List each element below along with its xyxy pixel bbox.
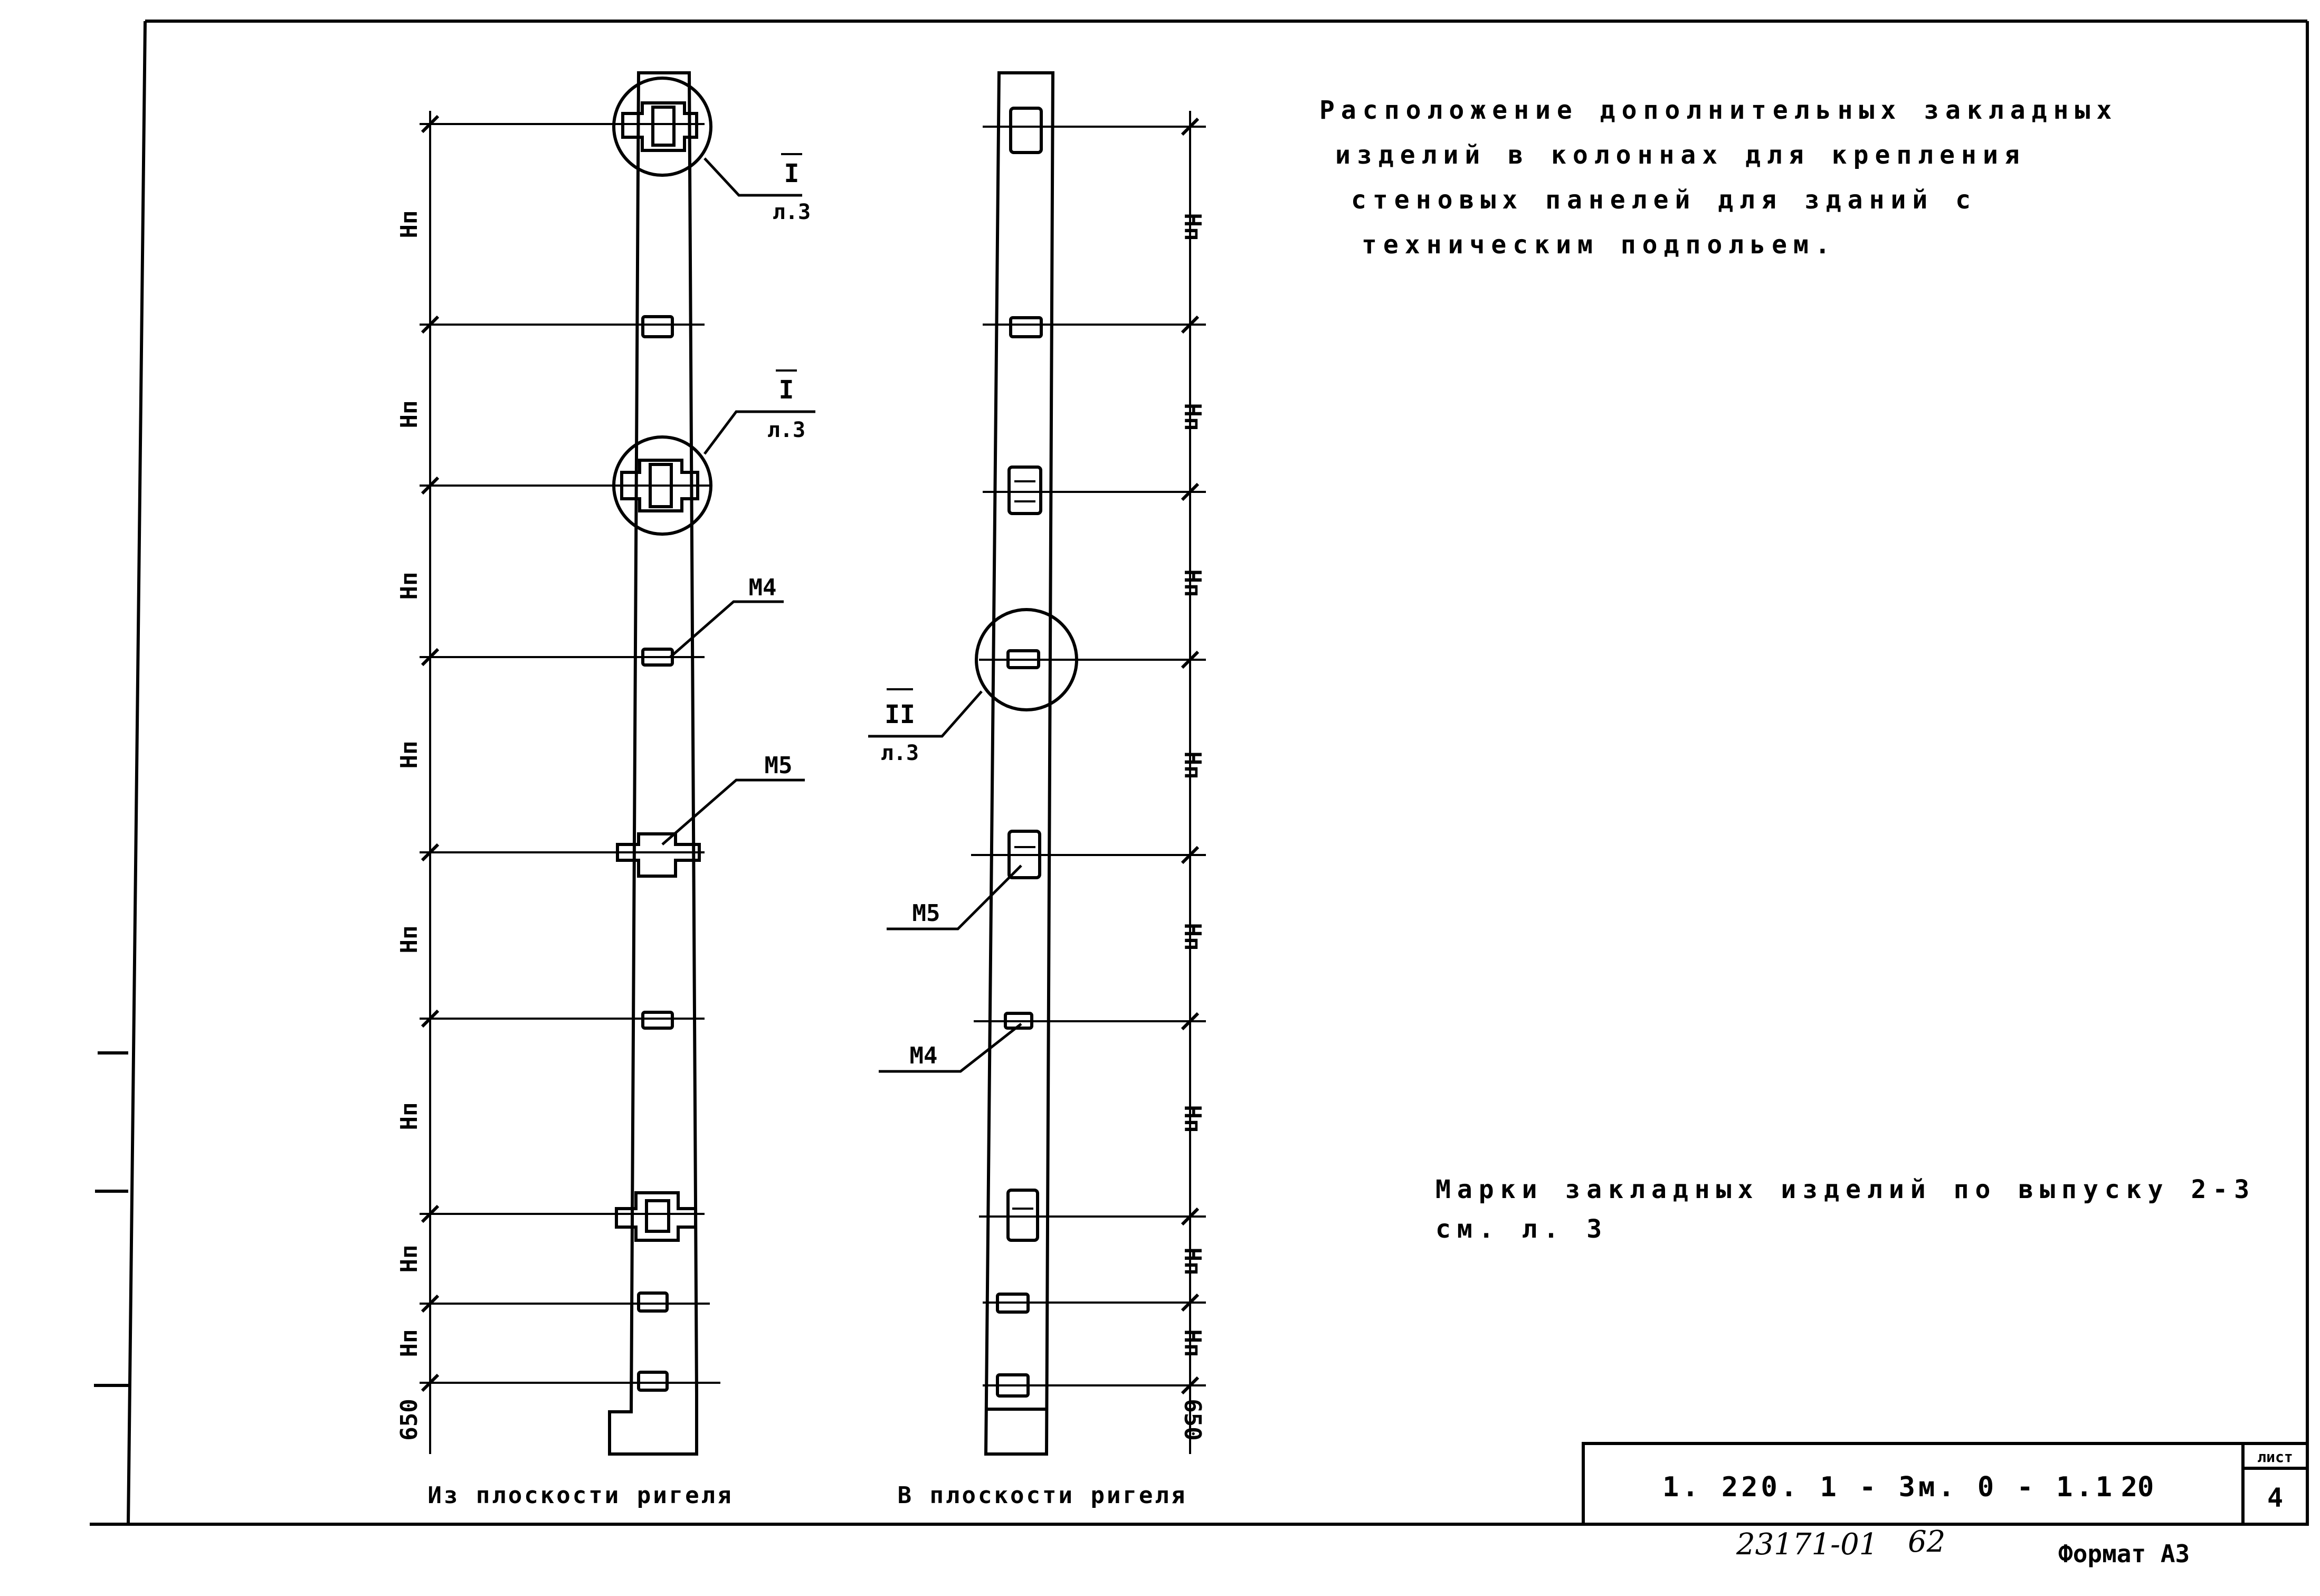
dim-label-right-bottom: 650 — [1179, 1399, 1206, 1440]
right-level-lines — [971, 126, 1206, 1386]
right-dimension-ticks — [1181, 117, 1200, 1395]
dim-label-left: Нп — [396, 926, 423, 954]
node-I-mid-sheet: л.3 — [767, 418, 805, 442]
right-plate — [996, 1293, 1030, 1314]
right-plate — [1007, 466, 1042, 515]
left-plate-m4 — [641, 648, 674, 667]
node-I-mid-number: I — [779, 375, 794, 405]
left-plate — [637, 1371, 669, 1392]
dim-label-left-bottom: 650 — [396, 1399, 423, 1440]
dim-label-left: Нп — [396, 1103, 423, 1130]
dim-label-left: Нп — [396, 1329, 423, 1357]
dim-label-right: Нп — [1179, 213, 1206, 241]
dim-label-right: Нп — [1179, 752, 1206, 780]
dimension-labels: Нп Нп Нп Нп Нп Нп Нп Нп 650 Нп Нп Нп Нп … — [396, 211, 1206, 1441]
left-plate — [641, 315, 674, 338]
left-plate — [637, 1291, 669, 1313]
node-circle-II — [975, 608, 1078, 711]
title-note-line-2: изделий в колоннах для крепления — [1335, 140, 2026, 170]
right-plate — [1006, 1189, 1039, 1242]
left-view-caption: Из плоскости ригеля — [427, 1482, 733, 1509]
marks-note-line-2: см. л. 3 — [1435, 1214, 1608, 1244]
m4-right-label: М4 — [910, 1042, 938, 1069]
leader-m5-right — [887, 864, 1022, 930]
right-plate — [1009, 316, 1043, 338]
right-column-view — [868, 71, 1206, 1456]
right-plate-m4 — [1004, 1012, 1033, 1030]
dim-label-right: Нп — [1179, 1329, 1206, 1357]
dim-label-right: Нп — [1179, 923, 1206, 951]
m5-right-label: М5 — [912, 900, 940, 927]
m4-left-label: М4 — [749, 574, 777, 601]
left-column-outline — [608, 71, 698, 1456]
dim-label-right: Нп — [1179, 1105, 1206, 1133]
title-note-line-4: техническим подпольем. — [1362, 230, 1837, 260]
marks-note: Марки закладных изделий по выпуску 2-3 с… — [1435, 1175, 2256, 1244]
leader-m5-left — [661, 778, 805, 846]
title-block-code: 1. 220. 1 - 3м. 0 - 1.1 — [1662, 1471, 2115, 1503]
dim-label-left: Нп — [396, 211, 423, 239]
leader-m4-right — [879, 1023, 1022, 1073]
node-I-top-number: I — [784, 159, 800, 188]
dim-label-left: Нп — [396, 401, 423, 429]
leader-m4-left — [669, 600, 784, 658]
title-note-line-3: стеновых панелей для зданий с — [1351, 185, 1977, 215]
right-plate-m5 — [1007, 830, 1041, 879]
leader-node-I-top — [703, 157, 802, 197]
node-II-number: II — [885, 700, 915, 729]
dim-label-left: Нп — [396, 572, 423, 600]
left-level-lines — [420, 123, 720, 1384]
left-dimension-ticks — [421, 115, 440, 1392]
format-label: Формат А3 — [2058, 1540, 2190, 1568]
node-II-sheet: л.3 — [881, 741, 919, 765]
node-I-top-sheet: л.3 — [773, 200, 811, 224]
dim-label-left: Нп — [396, 1245, 423, 1273]
marks-note-line-1: Марки закладных изделий по выпуску 2-3 — [1435, 1175, 2256, 1204]
dim-label-right: Нп — [1179, 1248, 1206, 1276]
title-note: Расположение дополнительных закладных из… — [1319, 96, 2118, 260]
node-circle-I-top — [612, 77, 712, 177]
inventory-number: 23171-01 — [1736, 1527, 1878, 1562]
left-plate-node-I-mid — [620, 459, 699, 512]
title-block — [1582, 1442, 2309, 1526]
left-plate-lower — [615, 1191, 697, 1242]
m5-left-label: М5 — [765, 752, 793, 779]
right-plate — [996, 1373, 1030, 1398]
left-plate — [641, 1011, 674, 1030]
dim-label-right: Нп — [1179, 569, 1206, 597]
callout-labels: I л.3 I л.3 М4 М5 II л.3 М5 М4 — [749, 153, 940, 1069]
page-number: 62 — [1908, 1525, 1945, 1559]
left-plate-node-I-top — [621, 101, 698, 152]
right-plate-top — [1009, 107, 1043, 154]
left-column-view — [420, 71, 815, 1456]
leader-node-I-mid — [703, 410, 815, 455]
right-plate-node-II — [1006, 649, 1040, 669]
dim-label-left: Нп — [396, 741, 423, 769]
sheet-label: лист — [2257, 1448, 2293, 1466]
left-plate-m5 — [616, 832, 701, 878]
dim-label-right: Нп — [1179, 403, 1206, 431]
sheet-number: 4 — [2267, 1483, 2283, 1513]
node-circle-I-mid — [612, 435, 712, 536]
right-column-outline — [984, 71, 1055, 1456]
title-note-line-1: Расположение дополнительных закладных — [1319, 96, 2118, 125]
title-block-number: 20 — [2121, 1471, 2154, 1503]
leader-node-II — [868, 690, 983, 738]
right-view-caption: В плоскости ригеля — [898, 1482, 1187, 1509]
